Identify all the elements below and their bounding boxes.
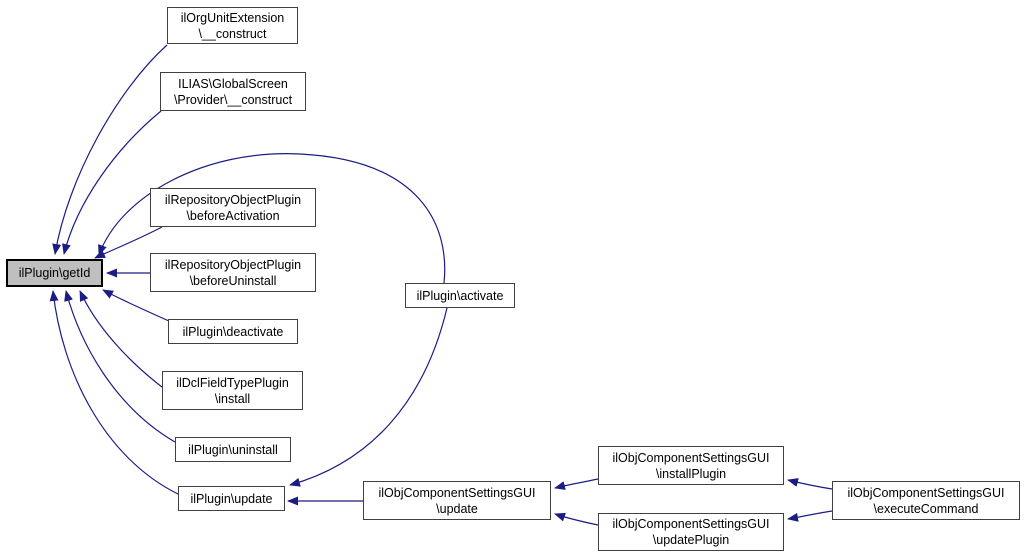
edge-orgunit-construct-to-getid xyxy=(52,44,168,255)
node-globalscreen-provider-construct[interactable]: ILIAS\GlobalScreen \Provider\__construct xyxy=(160,72,306,111)
edge-execute-command-to-install-plugin xyxy=(787,478,833,490)
edge-activate-to-getid xyxy=(98,153,446,284)
node-gui-execute-command[interactable]: ilObjComponentSettingsGUI \executeComman… xyxy=(832,481,1020,520)
edge-deactivate-to-getid xyxy=(102,289,170,322)
edge-install-plugin-to-gui-update xyxy=(554,478,599,490)
node-plugin-update[interactable]: ilPlugin\update xyxy=(178,486,285,511)
node-gui-install-plugin[interactable]: ilObjComponentSettingsGUI \installPlugin xyxy=(598,446,784,485)
node-plugin-getid: ilPlugin\getId xyxy=(6,259,103,287)
edge-globalscreen-construct-to-getid xyxy=(62,110,162,255)
edge-activate-to-update xyxy=(289,307,448,487)
node-orgunit-construct[interactable]: ilOrgUnitExtension \__construct xyxy=(167,7,298,44)
edge-uninstall-to-getid xyxy=(64,290,176,443)
edge-execute-command-to-update-plugin xyxy=(787,510,833,522)
edge-update-plugin-to-gui-update xyxy=(554,512,599,526)
node-gui-update[interactable]: ilObjComponentSettingsGUI \update xyxy=(363,481,551,520)
node-plugin-deactivate[interactable]: ilPlugin\deactivate xyxy=(168,319,298,344)
edge-update-to-getid xyxy=(49,290,179,495)
node-plugin-uninstall[interactable]: ilPlugin\uninstall xyxy=(175,437,291,462)
node-repo-before-activation[interactable]: ilRepositoryObjectPlugin \beforeActivati… xyxy=(150,188,316,227)
node-repo-before-uninstall[interactable]: ilRepositoryObjectPlugin \beforeUninstal… xyxy=(150,253,316,292)
node-dcl-fieldtype-install[interactable]: ilDclFieldTypePlugin \install xyxy=(162,371,303,410)
edge-dcl-install-to-getid xyxy=(79,290,163,388)
node-plugin-activate[interactable]: ilPlugin\activate xyxy=(405,283,515,308)
node-gui-update-plugin[interactable]: ilObjComponentSettingsGUI \updatePlugin xyxy=(598,513,784,551)
